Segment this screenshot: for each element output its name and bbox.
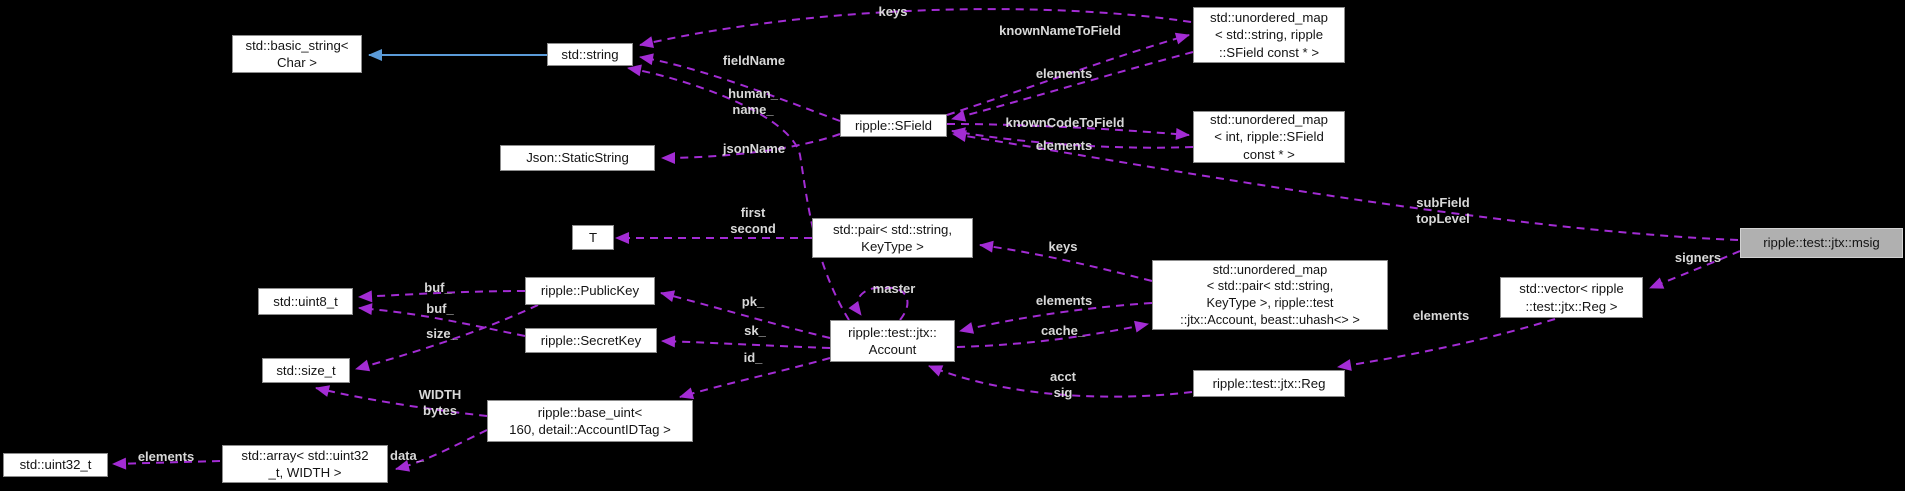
edge-label-id: id_ xyxy=(743,350,763,365)
edge-label-human-name: human_ name_ xyxy=(728,86,778,118)
edge-buf-secretkey-uint8 xyxy=(358,303,526,337)
node-ripple-test-jtx-account[interactable]: ripple::test::jtx:: Account xyxy=(830,320,955,362)
edge-keys-mapstring-string xyxy=(639,8,1192,48)
edge-label-fieldname: fieldName xyxy=(722,53,786,68)
edge-pk-account-publickey xyxy=(660,290,831,339)
edge-label-keys-top: keys xyxy=(878,4,908,19)
edge-knowncodetofield-sfield-mapint xyxy=(946,123,1190,140)
node-json-staticstring[interactable]: Json::StaticString xyxy=(500,145,655,171)
edge-cache-account-mappair xyxy=(956,320,1149,348)
edge-label-elements-vector: elements xyxy=(1412,308,1470,323)
edge-fieldname-sfield-string xyxy=(639,53,841,122)
edge-acctsig-reg-account xyxy=(928,365,1193,398)
edge-size-publickey-sizet xyxy=(355,304,539,372)
node-ripple-secretkey[interactable]: ripple::SecretKey xyxy=(525,328,657,353)
edge-label-width-bytes: WIDTH bytes xyxy=(418,387,462,419)
edge-signers-msig-vector xyxy=(1649,250,1741,289)
edge-master-account-self xyxy=(848,286,909,321)
edge-label-elements-array: elements xyxy=(137,449,195,464)
edge-label-master: master xyxy=(872,281,916,296)
edge-label-pk: pk_ xyxy=(741,294,765,309)
edge-label-jsonname: jsonName xyxy=(722,141,786,156)
edge-sk-account-secretkey xyxy=(661,335,831,349)
node-ripple-test-jtx-msig: ripple::test::jtx::msig xyxy=(1740,228,1903,258)
edge-label-first-second: first second xyxy=(730,205,776,237)
edge-id-account-baseuint xyxy=(679,357,831,400)
node-t[interactable]: T xyxy=(572,225,614,250)
node-ripple-sfield[interactable]: ripple::SField xyxy=(840,114,947,137)
edge-data-baseuint-array xyxy=(395,429,488,472)
edge-widthbytes-baseuint-sizet xyxy=(315,385,488,417)
edge-elements-vector-reg xyxy=(1337,318,1556,371)
node-std-uint32-t[interactable]: std::uint32_t xyxy=(3,453,108,477)
edge-label-elements-mapstring: elements xyxy=(1035,66,1093,81)
edge-elements-array-uint32 xyxy=(112,457,221,470)
edge-label-keys-mid: keys xyxy=(1048,239,1078,254)
edge-keys-mappair-pair xyxy=(979,240,1153,282)
node-std-basic-string[interactable]: std::basic_string< Char > xyxy=(232,35,362,73)
edge-label-elements-mapint: elements xyxy=(1035,138,1093,153)
node-ripple-base-uint[interactable]: ripple::base_uint< 160, detail::AccountI… xyxy=(487,400,693,442)
edge-humanname-account-string xyxy=(627,64,850,321)
edge-label-knowncodetofield: knownCodeToField xyxy=(1005,115,1125,130)
edge-label-buf-1: buf_ xyxy=(424,280,452,295)
edge-jsonname-sfield-staticstring xyxy=(661,133,841,164)
edge-elements-mapstring-sfield xyxy=(951,51,1194,122)
edge-label-sk: sk_ xyxy=(744,323,766,338)
edge-knownnametofield-sfield-mapstring xyxy=(946,32,1190,116)
edge-label-acct-sig: acct sig xyxy=(1049,369,1077,401)
edge-label-size: size_ xyxy=(426,326,458,341)
node-std-string[interactable]: std::string xyxy=(547,43,633,66)
node-ripple-test-jtx-reg[interactable]: ripple::test::jtx::Reg xyxy=(1193,370,1345,397)
node-unordered-map-string-sfield[interactable]: std::unordered_map < std::string, ripple… xyxy=(1193,7,1345,63)
node-unordered-map-pair-account[interactable]: std::unordered_map < std::pair< std::str… xyxy=(1152,260,1388,330)
node-std-pair[interactable]: std::pair< std::string, KeyType > xyxy=(812,218,973,258)
node-std-uint8-t[interactable]: std::uint8_t xyxy=(258,288,353,315)
edge-elements-mapint-sfield xyxy=(951,127,1194,149)
edge-label-knownnametofield: knownNameToField xyxy=(999,23,1121,38)
node-ripple-publickey[interactable]: ripple::PublicKey xyxy=(525,277,655,305)
edge-label-data: data_ xyxy=(390,448,424,463)
edge-subfieldtoplevel-msig-sfield xyxy=(952,130,1739,241)
node-std-array[interactable]: std::array< std::uint32 _t, WIDTH > xyxy=(222,445,388,483)
edge-label-signers: signers xyxy=(1674,250,1722,265)
edge-label-elements-mappair: elements xyxy=(1035,293,1093,308)
node-std-vector-reg[interactable]: std::vector< ripple ::test::jtx::Reg > xyxy=(1500,277,1643,318)
edge-label-subfield-toplevel: subField topLevel xyxy=(1416,195,1470,227)
edge-buf-publickey-uint8 xyxy=(358,290,526,303)
edge-label-cache: cache_ xyxy=(1040,323,1086,338)
node-unordered-map-int-sfield[interactable]: std::unordered_map < int, ripple::SField… xyxy=(1193,111,1345,163)
node-std-size-t[interactable]: std::size_t xyxy=(262,358,350,383)
edge-label-buf-2: buf_ xyxy=(426,301,454,316)
